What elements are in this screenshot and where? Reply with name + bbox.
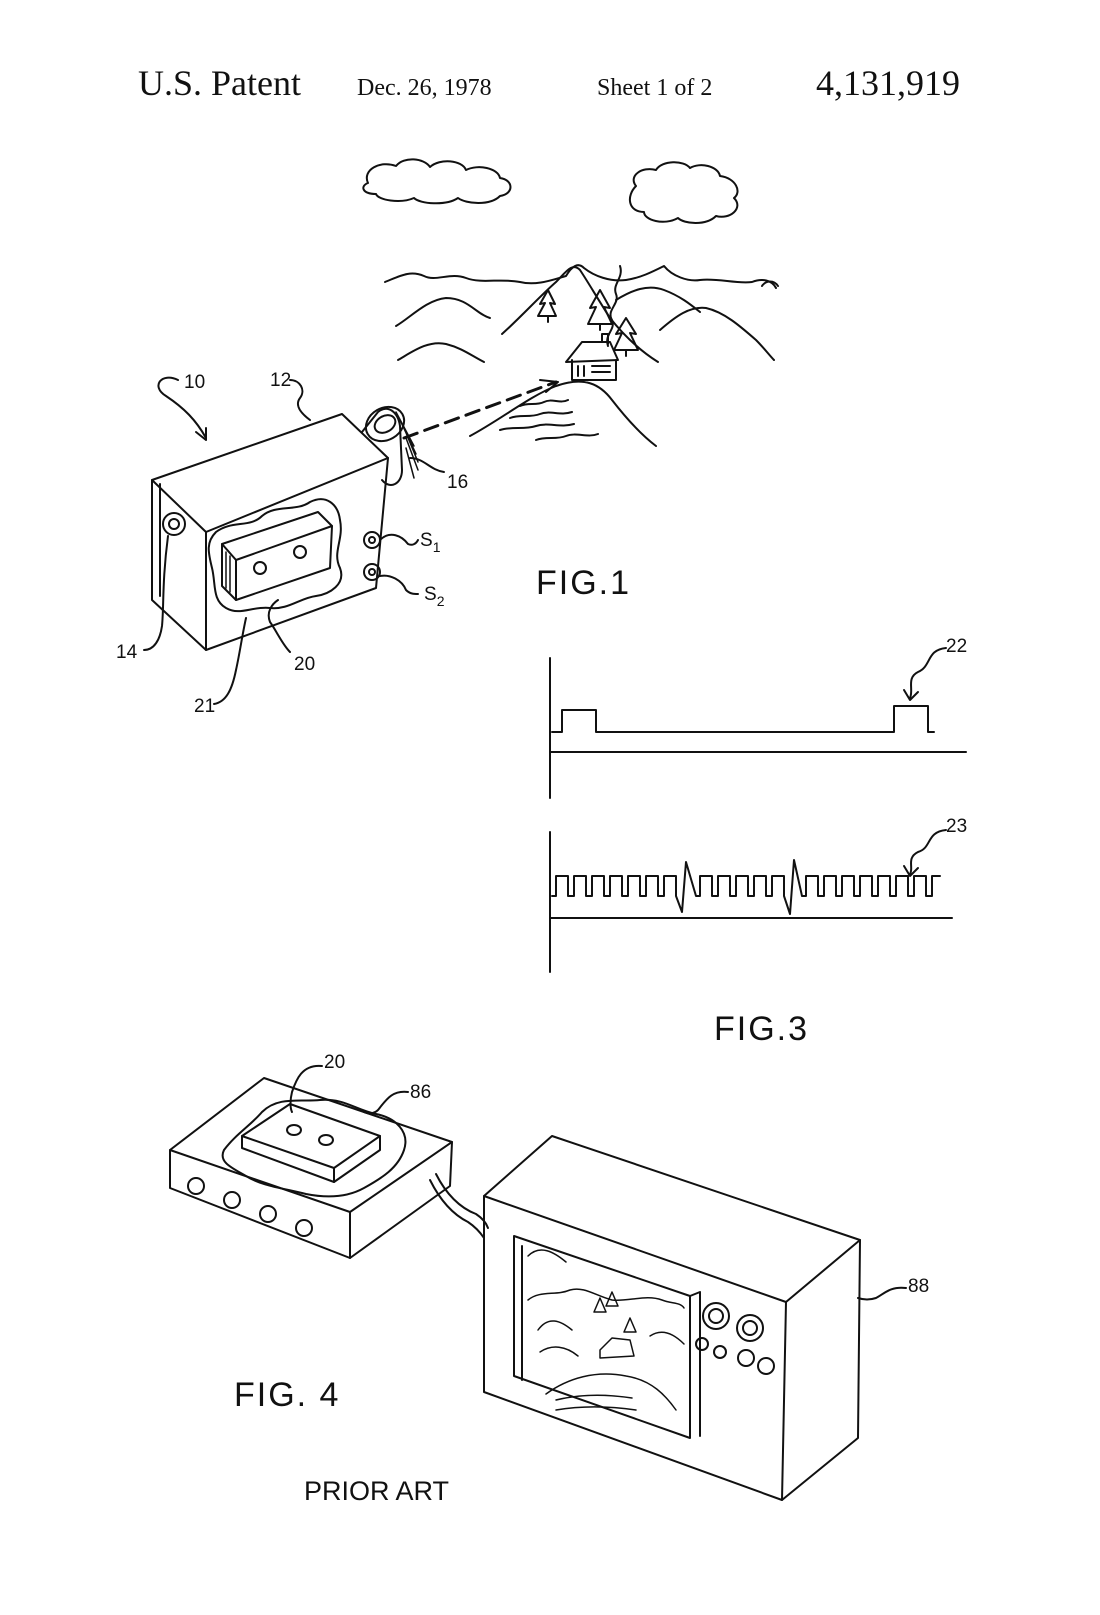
hill-right-2 [616, 288, 700, 312]
leader-88 [858, 1288, 906, 1300]
cloud-left [363, 159, 510, 203]
knob-icon [224, 1192, 240, 1208]
ref-14: 14 [116, 642, 138, 663]
fig4-label: FIG. 4 [234, 1376, 340, 1414]
fig1-label: FIG.1 [536, 564, 631, 602]
ref-20: 20 [294, 654, 315, 675]
ref-s2-subscript: 2 [437, 593, 445, 609]
leader-s1 [380, 535, 418, 545]
knob-icon [260, 1206, 276, 1222]
leader-12 [290, 380, 310, 420]
camera-body [152, 400, 418, 650]
ref-21: 21 [194, 696, 215, 717]
knob-icon [188, 1178, 204, 1194]
ref-s1: S1 [420, 530, 441, 555]
leader-s2 [380, 576, 418, 594]
horizon-small-hill [762, 282, 778, 287]
hill-left [396, 298, 490, 326]
knob-icon [738, 1350, 754, 1366]
leader-22 [910, 648, 946, 698]
mountain-ridge [385, 265, 776, 288]
fig3-waveforms: 22 23 FIG.3 [550, 636, 967, 1048]
ref-20-fig4: 20 [324, 1052, 345, 1073]
leader-16 [410, 458, 444, 472]
water-lines [500, 400, 598, 440]
ref-22: 22 [946, 636, 967, 657]
knob-icon [696, 1338, 708, 1350]
ref-86: 86 [410, 1082, 431, 1103]
fig3-label: FIG.3 [714, 1010, 809, 1048]
cabin-icon [566, 334, 618, 380]
prior-art-caption: PRIOR ART [304, 1476, 449, 1506]
hill-right [660, 308, 774, 360]
cassette-icon [242, 1104, 380, 1182]
leader-86 [364, 1092, 408, 1114]
knob-icon [714, 1346, 726, 1358]
waveform-22 [552, 706, 934, 732]
dial-icon [737, 1315, 763, 1341]
hill-left-2 [398, 343, 484, 362]
fig1-scene: 10 12 16 S1 S2 14 20 21 FIG.1 [116, 159, 778, 717]
ref-s2: S2 [424, 584, 445, 609]
cloud-right [630, 162, 738, 223]
leader-14 [144, 536, 168, 650]
ref-s1-subscript: 1 [433, 539, 441, 555]
ref-88: 88 [908, 1276, 929, 1297]
mountain-peak [502, 267, 658, 362]
dial-icon [703, 1303, 729, 1329]
tree-center [588, 290, 612, 330]
playback-deck [170, 1078, 452, 1258]
ref-12: 12 [270, 370, 291, 391]
ref-s2-letter: S [424, 584, 437, 605]
fig4-prior-art: 20 86 88 FIG. 4 PRIOR ART [170, 1052, 929, 1506]
knob-icon [296, 1220, 312, 1236]
ref-23: 23 [946, 816, 967, 837]
ref-10: 10 [184, 372, 205, 393]
deck-well-outline [223, 1100, 406, 1197]
ref-s1-letter: S [420, 530, 433, 551]
connecting-cable [430, 1174, 488, 1238]
ref-16: 16 [447, 472, 468, 493]
television-set [484, 1136, 860, 1500]
waveform-23 [552, 860, 940, 914]
leader-21 [214, 618, 246, 704]
knob-icon [758, 1358, 774, 1374]
tree-left [538, 290, 556, 322]
leader-23 [910, 830, 946, 874]
